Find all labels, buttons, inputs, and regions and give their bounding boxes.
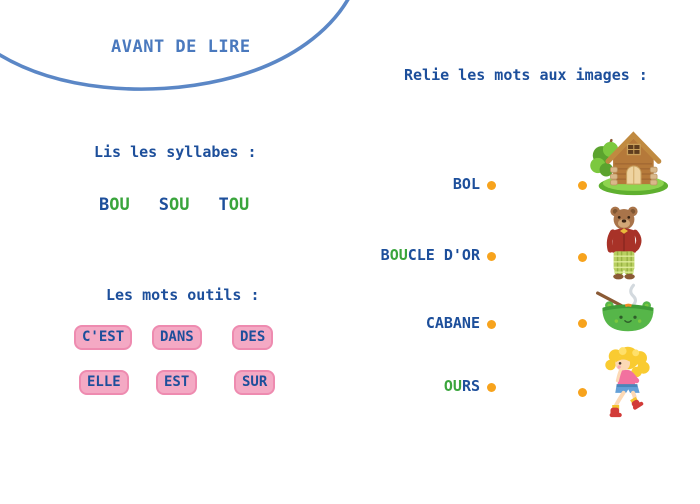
match-word-bol: BOL — [330, 175, 480, 193]
word-part: CABANE — [425, 314, 480, 332]
word-part: CLE D'OR — [407, 246, 480, 264]
syllable-part: T — [218, 195, 229, 215]
tool-words-heading: Les mots outils : — [106, 286, 260, 304]
word-dot-boucle-dor[interactable] — [487, 252, 496, 261]
word-dot-ours[interactable] — [487, 383, 496, 392]
match-word-cabane: CABANE — [330, 314, 480, 332]
word-dot-bol[interactable] — [487, 181, 496, 190]
syllable-bou: BOU — [99, 195, 130, 215]
tool-word-badge-sur: SUR — [234, 370, 276, 396]
image-dot-bol[interactable] — [578, 319, 587, 328]
image-dot-ours[interactable] — [578, 253, 587, 262]
syllable-part: OU — [168, 195, 190, 215]
bol-image — [596, 283, 654, 332]
syllable-tou: TOU — [218, 195, 249, 215]
image-dot-boucle-dor[interactable] — [578, 388, 587, 397]
word-part: BOL — [452, 175, 480, 193]
tool-word-badge-cest: C'EST — [74, 325, 133, 351]
match-word-boucle-dor: BOUCLE D'OR — [330, 246, 480, 264]
boucle-dor-image — [605, 346, 650, 418]
tool-word-badge-des: DES — [232, 325, 274, 351]
tool-word-badge-dans: DANS — [152, 325, 202, 351]
syllable-sou: SOU — [159, 195, 190, 215]
word-part: OU — [443, 377, 462, 395]
syllable-part: S — [158, 195, 169, 215]
word-part: OU — [389, 246, 408, 264]
syllable-part: OU — [109, 195, 130, 215]
syllable-part: B — [99, 195, 110, 215]
tool-word-badge-elle: ELLE — [79, 370, 129, 396]
page-title: AVANT DE LIRE — [111, 37, 251, 57]
ours-image — [606, 206, 642, 280]
word-part: RS — [461, 377, 480, 395]
match-word-ours: OURS — [330, 377, 480, 395]
word-part: B — [380, 246, 390, 264]
syllables-row: BOU SOU TOU — [99, 195, 249, 215]
tool-word-badge-est: EST — [156, 370, 198, 396]
cabane-image — [590, 131, 669, 196]
syllables-heading: Lis les syllabes : — [94, 143, 257, 161]
matching-heading: Relie les mots aux images : — [404, 66, 648, 84]
word-dot-cabane[interactable] — [487, 320, 496, 329]
image-dot-cabane[interactable] — [578, 181, 587, 190]
syllable-part: OU — [228, 195, 250, 215]
